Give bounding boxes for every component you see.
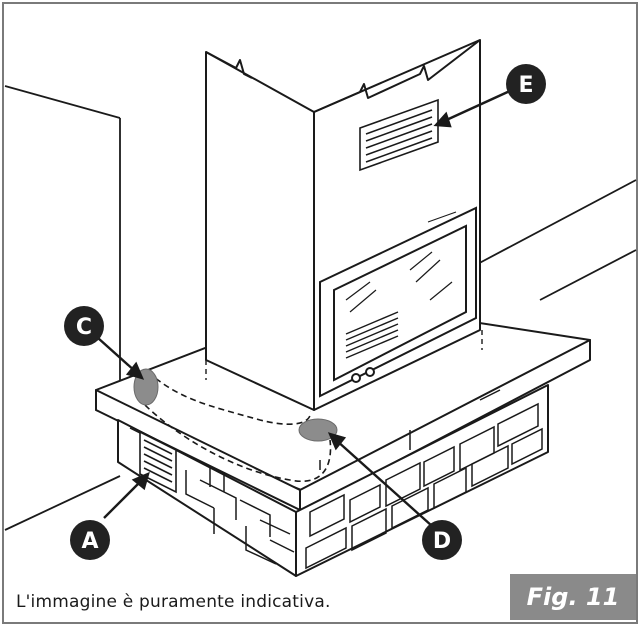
opening-d [298, 418, 338, 442]
callout-a-label: A [81, 529, 98, 554]
callout-d-circle [422, 520, 462, 560]
vent-grille-a [139, 430, 177, 494]
fireplace-door [319, 206, 477, 398]
figure-label-badge: Fig. 11 [510, 574, 636, 620]
callout-c-label: C [76, 315, 92, 340]
air-duct-path [137, 371, 332, 483]
room-walls [4, 85, 637, 531]
callout-e: E [506, 64, 546, 104]
callout-arrows [97, 88, 513, 527]
disclaimer-caption: L'immagine è puramente indicativa. [16, 592, 331, 612]
callout-a-circle [70, 520, 110, 560]
callout-c-circle [64, 306, 104, 346]
callout-c: C [64, 306, 104, 346]
callout-d-label: D [433, 529, 451, 554]
callout-d: D [422, 520, 462, 560]
vent-grille-e [359, 98, 439, 172]
callout-e-label: E [518, 73, 533, 98]
callout-a: A [70, 520, 110, 560]
hidden-edges [205, 330, 483, 380]
callout-e-circle [506, 64, 546, 104]
